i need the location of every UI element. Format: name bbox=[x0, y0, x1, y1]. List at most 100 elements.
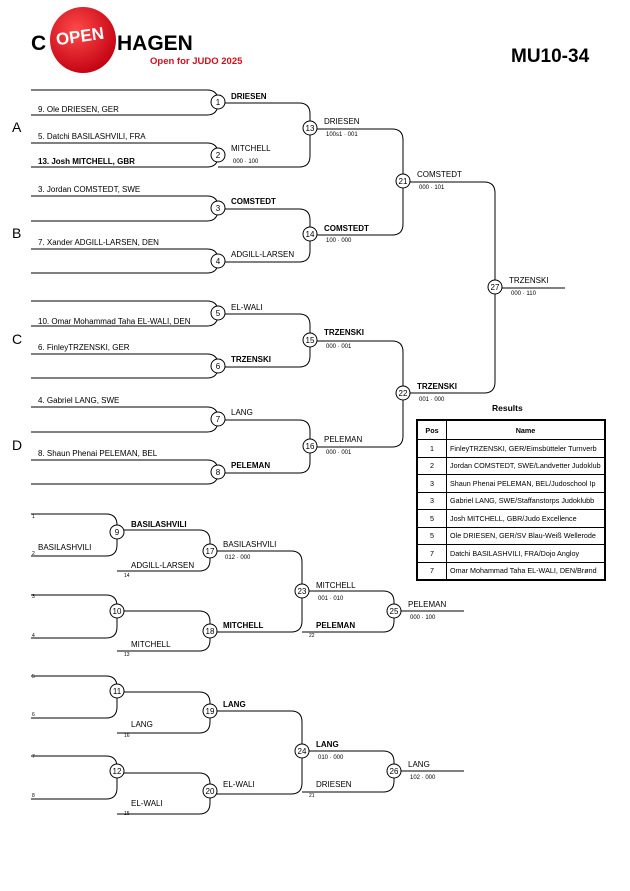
event-subtitle: Open for JUDO 2025 bbox=[150, 56, 243, 67]
match-line-27 bbox=[403, 181, 496, 394]
entry-lang: 4. Gabriel LANG, SWE bbox=[38, 396, 119, 405]
rep-seed: 8 bbox=[32, 793, 35, 799]
results-header-pos: Pos bbox=[416, 419, 447, 440]
match-number-16: 16 bbox=[302, 438, 318, 454]
match-line-7 bbox=[31, 406, 219, 433]
svg-text:10: 10 bbox=[113, 607, 122, 616]
pool-label-d: D bbox=[12, 437, 23, 453]
svg-text:24: 24 bbox=[298, 747, 307, 756]
results-pos: 3 bbox=[416, 491, 447, 510]
rep-seed: 13 bbox=[124, 652, 130, 658]
match-number-23: 23 bbox=[294, 583, 310, 599]
rep-12-el-wali: EL-WALI bbox=[131, 799, 163, 808]
r2-peleman: PELEMAN bbox=[324, 435, 362, 444]
match-number-1: 1 bbox=[210, 94, 226, 110]
svg-text:26: 26 bbox=[390, 767, 399, 776]
results-pos: 3 bbox=[416, 474, 447, 493]
r2-score-13: 100s1 · 001 bbox=[326, 132, 358, 138]
results-pos: 1 bbox=[416, 439, 447, 458]
rep-seed: 1 bbox=[32, 514, 35, 520]
match-number-4: 4 bbox=[210, 253, 226, 269]
sf-trzenski: TRZENSKI bbox=[417, 382, 457, 391]
results-name: Shaun Phenai PELEMAN, BEL/Judoschool Ip bbox=[446, 474, 606, 493]
svg-text:20: 20 bbox=[206, 787, 215, 796]
svg-text:18: 18 bbox=[206, 627, 215, 636]
match-number-18: 18 bbox=[202, 623, 218, 639]
match-number-3: 3 bbox=[210, 200, 226, 216]
r1-winner-peleman: PELEMAN bbox=[231, 461, 270, 470]
rep-18-winner: MITCHELL bbox=[223, 621, 264, 630]
svg-text:27: 27 bbox=[491, 283, 500, 292]
svg-text:5: 5 bbox=[216, 309, 221, 318]
svg-text:2: 2 bbox=[216, 151, 221, 160]
event-logo: C OPEN HAGEN Open for JUDO 2025 bbox=[0, 0, 260, 80]
logo-letter-c: C bbox=[31, 32, 47, 55]
match-number-7: 7 bbox=[210, 411, 226, 427]
sf-score-22: 001 · 000 bbox=[419, 397, 445, 403]
svg-text:11: 11 bbox=[113, 687, 122, 696]
match-line-23 bbox=[210, 550, 303, 633]
r1-mitchell: MITCHELL bbox=[231, 144, 271, 153]
svg-text:3: 3 bbox=[216, 204, 221, 213]
results-pos: 2 bbox=[416, 456, 447, 475]
match-line-13 bbox=[218, 102, 311, 168]
r1-score-2: 000 · 100 bbox=[233, 159, 259, 165]
match-number-5: 5 bbox=[210, 305, 226, 321]
match-line-10 bbox=[31, 594, 118, 639]
results-pos: 5 bbox=[416, 509, 447, 528]
match-number-10: 10 bbox=[109, 603, 125, 619]
rep-10-mitchell: MITCHELL bbox=[131, 640, 171, 649]
rep-seed: 21 bbox=[309, 793, 315, 799]
category-title: MU10-34 bbox=[511, 46, 590, 67]
svg-text:14: 14 bbox=[306, 230, 315, 239]
svg-text:22: 22 bbox=[399, 389, 408, 398]
svg-text:19: 19 bbox=[206, 707, 215, 716]
r1-winner-comstedt: COMSTEDT bbox=[231, 197, 276, 206]
r1-winner-driesen: DRIESEN bbox=[231, 92, 267, 101]
rep-seed: 4 bbox=[32, 633, 35, 639]
match-number-24: 24 bbox=[294, 743, 310, 759]
results-name: Datchi BASILASHVILI, FRA/Dojo Angloy bbox=[446, 544, 606, 563]
rep-seed: 14 bbox=[124, 573, 130, 579]
results-header-row: Pos Name bbox=[416, 419, 606, 440]
results-name: Jordan COMSTEDT, SWE/Landvetter Judoklub bbox=[446, 456, 606, 475]
match-number-12: 12 bbox=[109, 763, 125, 779]
match-line-21 bbox=[310, 128, 404, 236]
svg-text:17: 17 bbox=[206, 547, 215, 556]
match-number-25: 25 bbox=[386, 603, 402, 619]
entry-adgill-larsen: 7. Xander ADGILL-LARSEN, DEN bbox=[38, 238, 159, 247]
rep-23-score: 001 · 010 bbox=[318, 596, 344, 602]
rep-20-winner: EL-WALI bbox=[223, 780, 255, 789]
results-name: FinleyTRZENSKI, GER/Eimsbütteler Turnver… bbox=[446, 439, 606, 458]
match-number-17: 17 bbox=[202, 543, 218, 559]
pool-label-b: B bbox=[12, 225, 22, 241]
entry-el-wali: 10. Omar Mohammad Taha EL-WALI, DEN bbox=[38, 317, 191, 326]
rep-seed: 15 bbox=[124, 811, 130, 817]
match-line-12 bbox=[31, 755, 118, 800]
match-number-8: 8 bbox=[210, 464, 226, 480]
bronze-winner-lang: LANG bbox=[408, 760, 430, 769]
match-line-8 bbox=[31, 459, 219, 485]
final-score: 000 · 110 bbox=[511, 291, 537, 297]
entry-comstedt: 3. Jordan COMSTEDT, SWE bbox=[38, 185, 140, 194]
results-name: Josh MITCHELL, GBR/Judo Excellence bbox=[446, 509, 606, 528]
svg-text:12: 12 bbox=[113, 767, 122, 776]
svg-text:4: 4 bbox=[216, 257, 221, 266]
match-line-11 bbox=[31, 675, 118, 719]
svg-text:1: 1 bbox=[216, 98, 221, 107]
logo-red-circle bbox=[50, 7, 116, 73]
match-line-4 bbox=[31, 248, 219, 274]
match-number-27: 27 bbox=[487, 279, 503, 295]
rep-23-mitchell: MITCHELL bbox=[316, 581, 356, 590]
results-name: Ole DRIESEN, GER/SV Blau-Weiß Wellerode bbox=[446, 526, 606, 545]
r1-el-wali: EL-WALI bbox=[231, 303, 263, 312]
rep-seed: 6 bbox=[32, 712, 35, 718]
rep-17-score: 012 · 000 bbox=[225, 555, 251, 561]
rep-23-peleman: PELEMAN bbox=[316, 621, 355, 630]
rep-26-score: 102 · 000 bbox=[410, 775, 436, 781]
